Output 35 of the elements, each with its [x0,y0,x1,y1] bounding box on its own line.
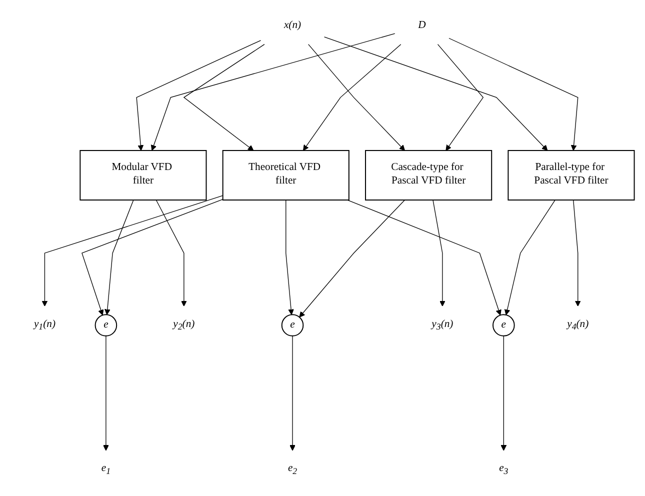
node-text: x(n) [284,19,302,31]
node-box: Modular VFD filter [80,150,207,201]
arrow [136,40,262,151]
arrow [347,200,502,316]
arrow [290,336,296,451]
arrow [324,36,548,151]
node-box: Parallel-type for Pascal VFD filter [508,150,635,201]
node-text: y$_{2}$(n) [173,318,195,332]
node-text: e$_{2}$ [288,462,298,476]
arrow [500,336,507,451]
node-text: e$_{1}$ [101,462,111,476]
node-text: y$_{4}$(n) [567,318,589,332]
node-circle: e [492,314,515,336]
arrow [183,44,265,151]
arrow [82,199,224,316]
node-box: Cascade-type for Pascal VFD filter [365,150,492,201]
node-circle: e [94,314,118,336]
arrow [42,195,224,306]
node-box: Theoretical VFD filter [222,150,350,201]
arrow [286,200,294,315]
arrow [573,200,581,306]
arrow [150,33,396,151]
node-text: y$_{1}$(n) [34,318,56,332]
arrow [299,200,406,318]
node-text: y$_{3}$(n) [432,318,454,332]
arrow [432,200,446,306]
arrow [504,200,556,316]
node-circle: e [281,314,304,336]
arrow [437,44,484,151]
arrow [103,336,109,451]
node-text: D [418,19,426,31]
arrow [156,200,187,306]
arrow [104,200,134,315]
node-text: e$_{3}$ [499,462,508,476]
arrow [448,38,578,151]
